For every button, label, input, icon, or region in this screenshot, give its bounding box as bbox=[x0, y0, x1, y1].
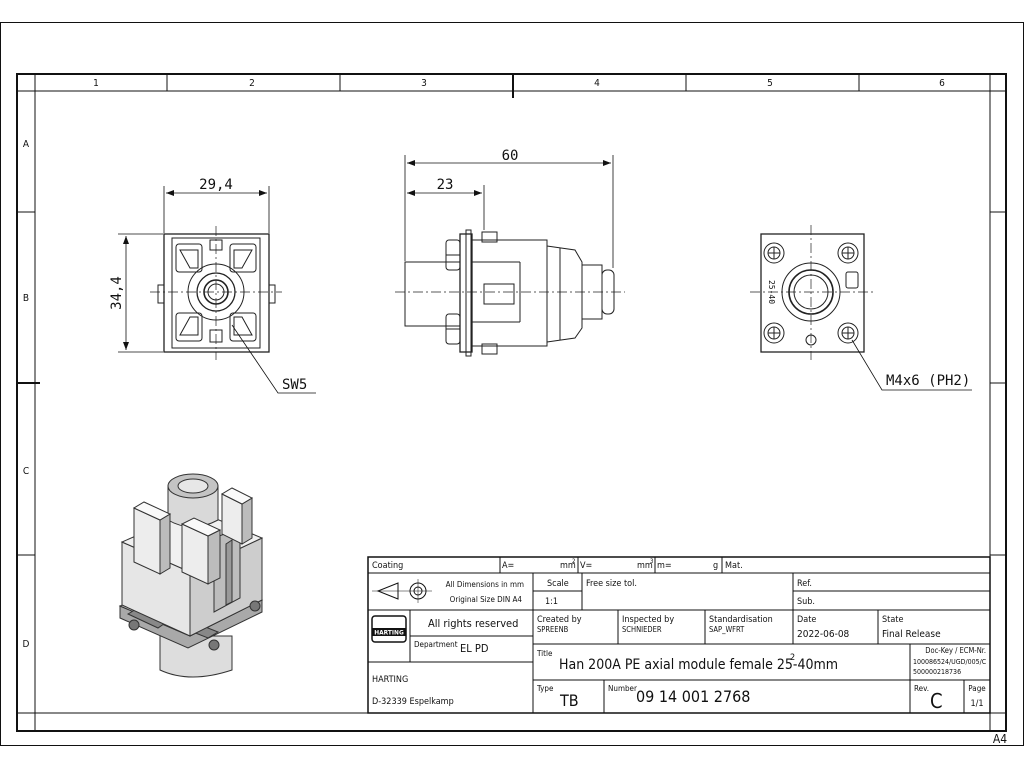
company-address: D-32339 Espelkamp bbox=[372, 697, 454, 707]
area-unit: mm bbox=[560, 561, 576, 571]
side-dimensions bbox=[404, 155, 614, 268]
rear-view bbox=[750, 225, 875, 360]
dim-wrench: SW5 bbox=[282, 377, 307, 393]
row-label: A bbox=[23, 139, 30, 150]
ref-label: Ref. bbox=[797, 579, 812, 589]
area-unit-sup: 2 bbox=[572, 558, 575, 565]
mass-label: m= bbox=[657, 561, 672, 571]
side-view bbox=[395, 229, 625, 357]
volume-label: V= bbox=[580, 561, 592, 571]
svg-text:HARTING: HARTING bbox=[374, 629, 404, 637]
front-dimensions bbox=[118, 186, 316, 394]
inspected-by-value: SCHNIEDER bbox=[622, 625, 662, 634]
dim-screw: M4x6 (PH2) bbox=[886, 373, 970, 389]
type-value: TB bbox=[559, 691, 579, 710]
date-label: Date bbox=[797, 615, 816, 625]
ecm-number: 500000218736 bbox=[913, 668, 961, 676]
all-dimensions-note: All Dimensions in mm bbox=[446, 580, 524, 589]
front-view bbox=[150, 226, 282, 360]
column-label: 6 bbox=[939, 78, 945, 89]
row-labels: A B C D bbox=[23, 139, 30, 650]
rights-note: All rights reserved bbox=[428, 617, 518, 630]
document-number: 09 14 001 2768 bbox=[636, 687, 750, 706]
state-value: Final Release bbox=[882, 629, 941, 640]
paper-size-label: A4 bbox=[993, 732, 1007, 746]
column-label: 3 bbox=[421, 78, 427, 89]
number-label: Number bbox=[608, 684, 637, 693]
tolerance-label: Free size tol. bbox=[586, 579, 637, 589]
screw-leader bbox=[851, 339, 972, 391]
page-value: 1/1 bbox=[970, 699, 983, 709]
created-by-label: Created by bbox=[537, 615, 582, 625]
original-size-note: Original Size DIN A4 bbox=[450, 595, 523, 604]
harting-logo: HARTING bbox=[371, 615, 407, 643]
document-title: Han 200A PE axial module female 25-40mm bbox=[559, 657, 838, 673]
revision-value: C bbox=[930, 689, 943, 713]
mass-unit: g bbox=[713, 561, 718, 571]
dim-partial-length: 23 bbox=[437, 177, 454, 193]
volume-unit: mm bbox=[637, 561, 653, 571]
doc-key-label: Doc-Key / ECM-Nr. bbox=[925, 646, 986, 655]
page-label: Page bbox=[968, 684, 986, 693]
department-value: EL PD bbox=[460, 642, 489, 655]
standardisation-value: SAP_WFRT bbox=[709, 625, 745, 634]
column-labels: 1 2 3 4 5 6 bbox=[93, 78, 945, 89]
dim-height-front: 34,4 bbox=[109, 276, 125, 310]
title-block bbox=[367, 556, 991, 714]
company-name: HARTING bbox=[372, 675, 408, 685]
coating-label: Coating bbox=[372, 561, 403, 571]
dim-total-length: 60 bbox=[502, 148, 519, 164]
scale-label: Scale bbox=[547, 579, 569, 589]
title-label: Title bbox=[536, 649, 553, 658]
material-label: Mat. bbox=[725, 561, 743, 571]
created-by-value: SPREENB bbox=[537, 625, 569, 634]
row-label: C bbox=[23, 466, 29, 477]
column-label: 4 bbox=[594, 78, 600, 89]
standardisation-label: Standardisation bbox=[709, 615, 773, 625]
isometric-view bbox=[118, 473, 264, 678]
area-label: A= bbox=[502, 561, 514, 571]
department-label: Department bbox=[414, 640, 458, 649]
state-label: State bbox=[882, 615, 903, 625]
sheet-frame bbox=[0, 22, 1024, 746]
sub-label: Sub. bbox=[797, 597, 815, 607]
dim-width-front: 29,4 bbox=[199, 177, 233, 193]
inspected-by-label: Inspected by bbox=[622, 615, 674, 625]
doc-key-value: 100086524/UGD/005/C bbox=[913, 658, 987, 666]
date-value: 2022-06-08 bbox=[797, 629, 850, 640]
revision-label: Rev. bbox=[914, 684, 929, 693]
column-label: 1 bbox=[93, 78, 99, 89]
column-label: 2 bbox=[249, 78, 255, 89]
rear-size-label: 25-40 bbox=[767, 280, 776, 304]
scale-value: 1:1 bbox=[545, 597, 558, 607]
row-label: B bbox=[23, 293, 29, 304]
type-label: Type bbox=[536, 684, 554, 693]
row-label: D bbox=[23, 639, 30, 650]
document-title-sup: 2 bbox=[790, 653, 795, 663]
volume-unit-sup: 3 bbox=[650, 558, 653, 565]
column-label: 5 bbox=[767, 78, 773, 89]
